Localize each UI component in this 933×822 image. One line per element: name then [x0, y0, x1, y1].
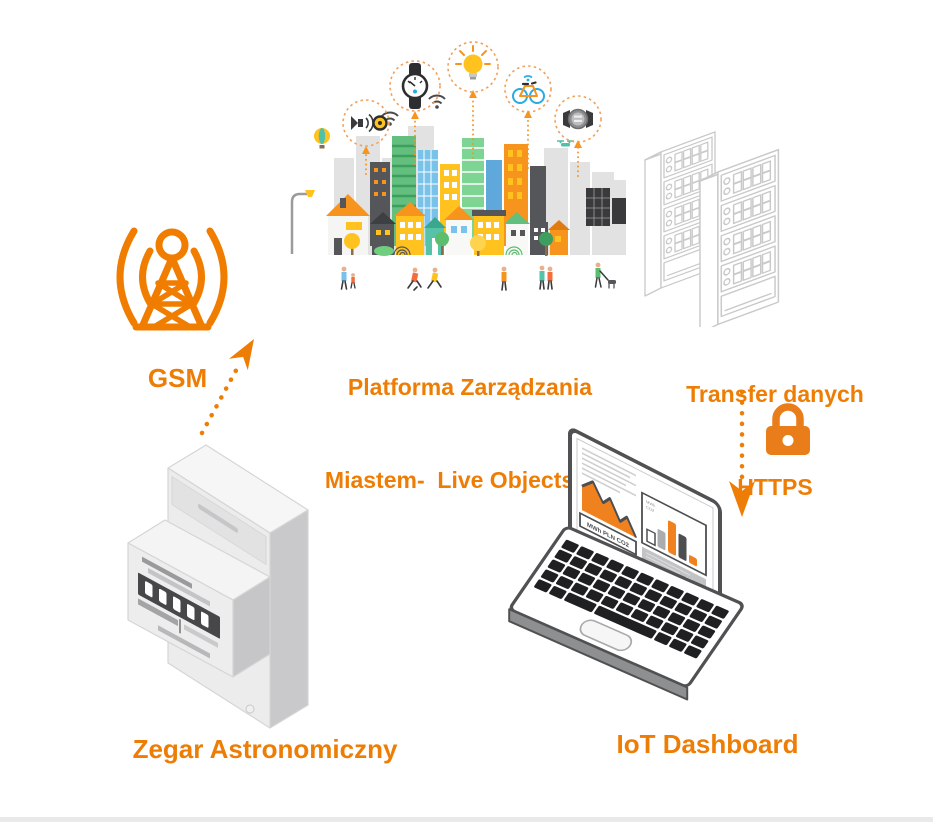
bottom-divider-bar: [0, 817, 933, 822]
platform-label: Platforma Zarządzania Miastem- Live Obje…: [290, 310, 650, 558]
server-rack-front: [699, 148, 780, 327]
gsm-label: GSM: [147, 363, 208, 393]
lamp-head: [305, 190, 315, 197]
dashboard-text-lines: [582, 447, 636, 497]
bicycle-icon: [512, 75, 545, 104]
radio-wave-right-outer: [206, 227, 228, 327]
server-racks-icon: [644, 131, 780, 327]
uplink-dotted-arrow: [199, 339, 254, 436]
dashboard-label: IoT Dashboard: [616, 729, 799, 759]
laptop-base-edge: [508, 608, 689, 701]
light-bulb-icon: [455, 45, 491, 80]
astronomical-clock-icon: [127, 444, 309, 729]
https-dotted-arrow: [729, 389, 755, 517]
touchpad: [579, 619, 633, 652]
arrowhead: [729, 481, 755, 517]
flow-meter-icon: [563, 108, 593, 130]
street-lamp-icon: [290, 192, 307, 254]
bar-unit-top: MWh: [646, 499, 656, 509]
display-digits: [145, 581, 209, 628]
sensor-arrowheads: [362, 90, 582, 154]
smart-city-illustration: [290, 41, 626, 291]
antenna-legs: [132, 254, 212, 331]
bar-chart-bars: [646, 520, 697, 567]
radio-wave-left-outer: [116, 227, 138, 327]
area-chart-line: [581, 480, 638, 538]
radio-wave-left-inner: [139, 247, 154, 307]
area-chart: [582, 481, 636, 538]
transfer-label: Transfer danych HTTPS: [655, 317, 895, 565]
server-unit-grids: [732, 160, 772, 285]
padlock-icon: [766, 403, 810, 455]
hot-air-balloon-icon: [314, 128, 330, 149]
dog: [608, 280, 616, 284]
platform-label-line1: Platforma Zarządzania: [347, 374, 593, 400]
sensor-dotted-arrows: [365, 96, 579, 177]
trees-and-bushes: [344, 232, 553, 256]
bar-unit-bottom: CO2: [646, 504, 655, 513]
arrowhead: [229, 339, 254, 371]
gsm-antenna-icon: [116, 227, 228, 331]
meter-display-panel: [138, 556, 220, 659]
radio-wave-right-inner: [190, 247, 205, 307]
antenna-head: [155, 228, 189, 262]
drone-icon: [557, 140, 574, 147]
solar-panel-towers: [586, 188, 626, 226]
meter-screw: [245, 704, 255, 714]
transfer-label-line1: Transfer danych: [686, 381, 864, 407]
meter-side-face: [269, 509, 309, 729]
laptop-screen: MWh PLN CO2 MWh CO2 100 PLN: [568, 428, 722, 614]
laptop-dashboard-icon: MWh PLN CO2 MWh CO2 100 PLN: [508, 428, 744, 701]
meter-label: Zegar Astronomiczny: [132, 734, 398, 764]
speaker-icon: [351, 113, 388, 133]
city-houses: [326, 194, 570, 255]
units-label-box: [579, 511, 637, 556]
laptop-keyboard: [509, 526, 744, 688]
antenna-lattice: [149, 280, 195, 330]
keyboard-keys: [534, 539, 729, 659]
water-meter-gauge-icon: [401, 63, 429, 109]
city-people: [340, 262, 616, 291]
